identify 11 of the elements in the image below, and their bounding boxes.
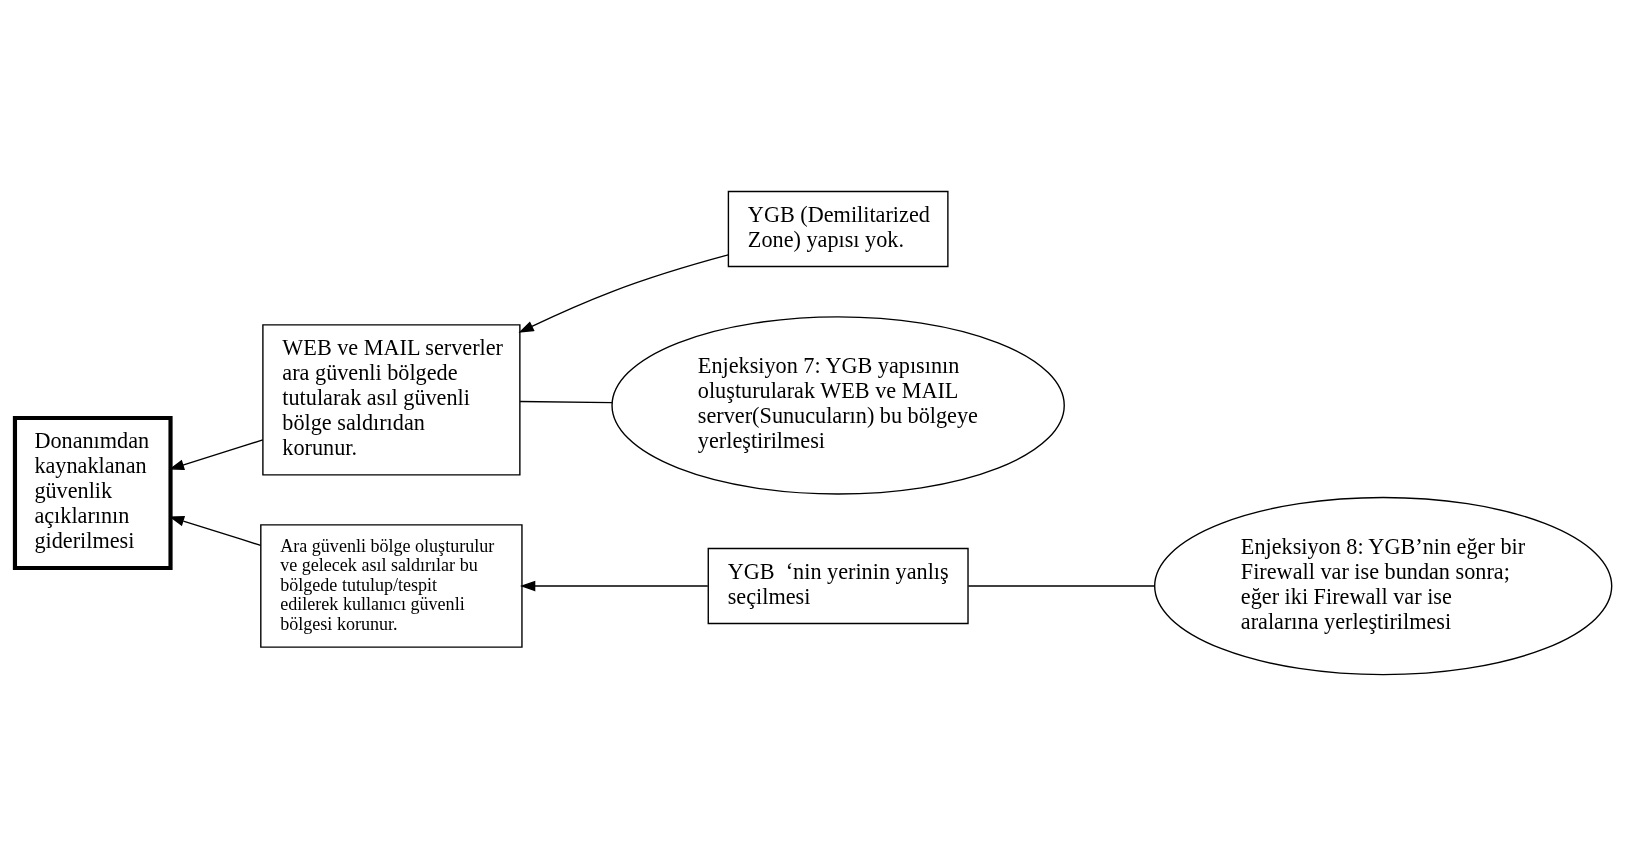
arrow [518,253,729,333]
node-box: YGB ‘nin yerinin yanlış seçilmesi [707,547,969,624]
node-ellipse: Enjeksiyon 7: YGB yapısının oluşturularak WEB ve MAIL server(Sunucuların) bu bölgeye yerleştirilmesi [611,315,1065,495]
connector [967,584,1155,587]
node-box: YGB (Demilitarized Zone) yapısı yok. [727,190,949,267]
node-box: WEB ve MAIL serverler ara güvenli bölgede tutularak asıl güvenli bölge saldırıdan korunur. [262,323,521,476]
node-box: Ara güvenli bölge oluşturulur ve gelecek asıl saldırılar bu bölgede tutulup/tespit edilerek kullanıcı güvenli bölgesi korunur. [260,523,523,648]
node-ellipse: Enjeksiyon 8: YGB’nin eğer bir Firewall var ise bundan sonra; eğer iki Firewall var ise aralarına yerleştirilmesi [1154,496,1613,675]
arrow [520,580,709,591]
connector [519,400,613,403]
node-box: Donanımdan kaynaklanan güvenlik açıklarının giderilmesi [12,415,173,570]
